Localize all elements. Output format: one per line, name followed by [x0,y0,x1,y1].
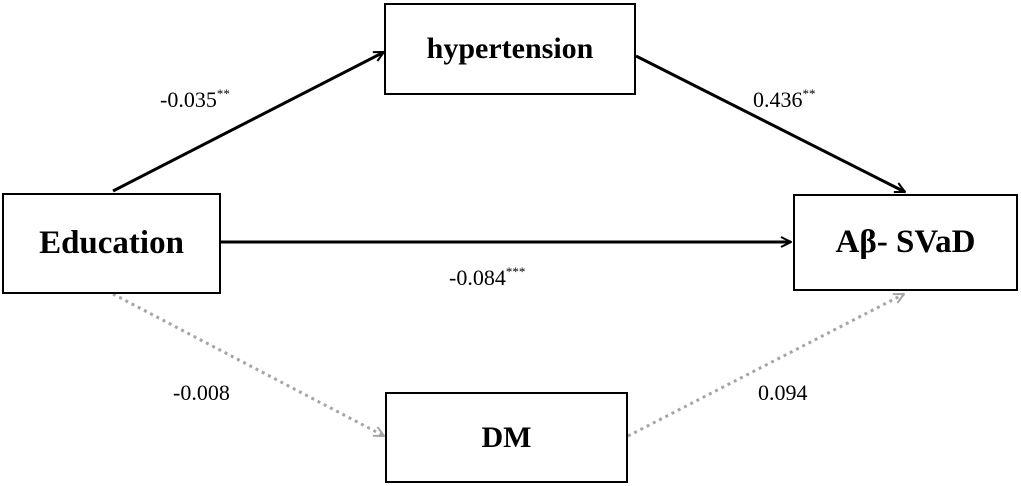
coefficient-education-hypertension: -0.035** [160,87,230,111]
coefficient-value: -0.035 [160,87,217,112]
coefficient-value: 0.094 [758,380,808,405]
significance-marker: ** [802,86,816,101]
node-dm-label: DM [481,420,532,454]
coefficient-education-asvad: -0.084*** [449,265,525,289]
coefficient-hypertension-asvad: 0.436** [753,87,816,111]
node-hypertension: hypertension [384,3,636,95]
arrow-education-to-dm [112,292,384,438]
significance-marker: *** [505,264,526,279]
node-dm: DM [385,392,628,483]
coefficient-value: -0.008 [173,380,230,405]
coefficient-value: 0.436 [753,87,803,112]
node-asvad: Aβ- SVaD [793,194,1018,291]
coefficient-value: -0.084 [449,265,506,290]
arrow-education-to-hypertension [112,50,384,193]
node-asvad-label: Aβ- SVaD [835,224,976,260]
arrow-dm-to-asvad [627,292,904,438]
coefficient-education-dm: -0.008 [173,382,230,404]
node-education-label: Education [39,225,184,261]
coefficient-dm-asvad: 0.094 [758,382,808,404]
node-hypertension-label: hypertension [426,32,594,65]
arrow-hypertension-to-asvad [635,54,905,194]
node-education: Education [2,193,221,294]
significance-marker: ** [216,86,230,101]
